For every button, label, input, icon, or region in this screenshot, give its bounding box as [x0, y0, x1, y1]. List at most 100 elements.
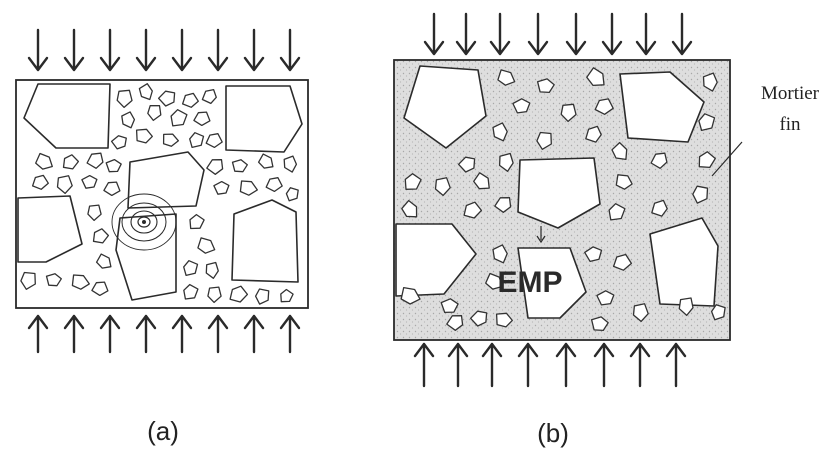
load-arrow-up [447, 342, 469, 388]
small-aggregate [157, 90, 176, 107]
panel-a-caption: (a) [147, 416, 179, 446]
small-aggregate [205, 133, 223, 149]
load-arrow-down [279, 28, 301, 72]
small-aggregate [710, 304, 726, 321]
small-aggregate [497, 69, 516, 86]
load-arrow-up [27, 314, 49, 354]
load-arrow-up [481, 342, 503, 388]
small-aggregate [116, 89, 133, 109]
small-aggregate [651, 199, 668, 217]
small-aggregate [702, 72, 718, 92]
small-aggregate [31, 174, 49, 190]
small-aggregate [231, 159, 248, 173]
small-aggregate [498, 152, 514, 172]
small-aggregate [632, 303, 649, 323]
small-aggregate [71, 274, 90, 290]
load-arrow-down [635, 12, 657, 56]
small-aggregate [162, 133, 180, 147]
panel-b-small-aggregates [400, 67, 726, 332]
load-arrow-down [489, 12, 511, 56]
small-aggregate [213, 180, 230, 195]
load-arrow-up [279, 314, 301, 354]
load-arrow-down [671, 12, 693, 56]
small-aggregate [678, 297, 694, 317]
small-aggregate [91, 281, 109, 297]
mortar-leader-line [711, 141, 743, 177]
small-aggregate [239, 180, 258, 196]
panel-b: EMP Mortier fin (b) [393, 12, 820, 448]
small-aggregate [257, 153, 274, 169]
small-aggregate [135, 128, 153, 144]
small-aggregate [95, 253, 112, 269]
panel-a-large-aggregates [17, 83, 303, 301]
small-aggregate [608, 203, 626, 221]
load-arrow-up [665, 342, 687, 388]
small-aggregate [596, 290, 615, 306]
small-aggregate [254, 288, 270, 305]
load-arrow-up [555, 342, 577, 388]
small-aggregate [20, 271, 36, 290]
small-aggregate [492, 244, 508, 264]
panel-b-large-aggregates [395, 65, 719, 319]
small-aggregate [457, 156, 476, 173]
small-aggregate [512, 98, 531, 114]
load-arrow-up [517, 342, 539, 388]
small-aggregate [485, 272, 503, 290]
small-aggregate [183, 283, 199, 300]
load-arrow-down [27, 28, 49, 72]
load-arrow-up [63, 314, 85, 354]
small-aggregate [495, 312, 513, 328]
load-arrow-up [413, 342, 435, 388]
small-aggregate [650, 152, 668, 169]
panel-a-top-load-arrows [27, 28, 301, 72]
small-aggregate [280, 288, 294, 303]
small-aggregate [434, 177, 451, 197]
small-aggregate [265, 177, 283, 193]
load-arrow-down [601, 12, 623, 56]
small-aggregate [469, 310, 488, 327]
load-arrow-up [171, 314, 193, 354]
panel-b-interface-arrow [536, 226, 546, 244]
small-aggregate [181, 92, 199, 108]
small-aggregate [207, 286, 222, 304]
panel-a-small-aggregates [20, 83, 299, 305]
small-aggregate [463, 201, 483, 219]
mortar-label-line1: Mortier [761, 83, 820, 104]
small-aggregate [92, 228, 110, 244]
load-arrow-down [565, 12, 587, 56]
small-aggregate [698, 151, 716, 169]
small-aggregate [206, 159, 224, 175]
panel-a-stress-concentration [111, 193, 177, 251]
load-arrow-up [593, 342, 615, 388]
small-aggregate [404, 173, 422, 190]
small-aggregate [440, 298, 459, 314]
load-arrow-down [527, 12, 549, 56]
load-arrow-down [455, 12, 477, 56]
small-aggregate [87, 204, 102, 222]
load-arrow-down [63, 28, 85, 72]
small-aggregate [121, 111, 136, 129]
small-aggregate [586, 67, 605, 87]
small-aggregate [698, 113, 716, 132]
mortar-label-line2: fin [779, 114, 801, 135]
small-aggregate [197, 237, 216, 254]
small-aggregate [170, 109, 188, 127]
small-aggregate [283, 155, 298, 173]
small-aggregate [147, 105, 162, 122]
small-aggregate [594, 98, 614, 115]
load-arrow-down [423, 12, 445, 56]
load-arrow-up [243, 314, 265, 354]
small-aggregate [86, 152, 104, 169]
small-aggregate [285, 187, 299, 202]
small-aggregate [560, 103, 577, 123]
small-aggregate [189, 132, 205, 149]
load-arrow-down [207, 28, 229, 72]
load-arrow-down [243, 28, 265, 72]
small-aggregate [590, 316, 609, 332]
small-aggregate [585, 125, 602, 143]
small-aggregate [105, 158, 122, 173]
small-aggregate [56, 175, 73, 195]
small-aggregate [584, 246, 603, 263]
small-aggregate [103, 181, 121, 197]
